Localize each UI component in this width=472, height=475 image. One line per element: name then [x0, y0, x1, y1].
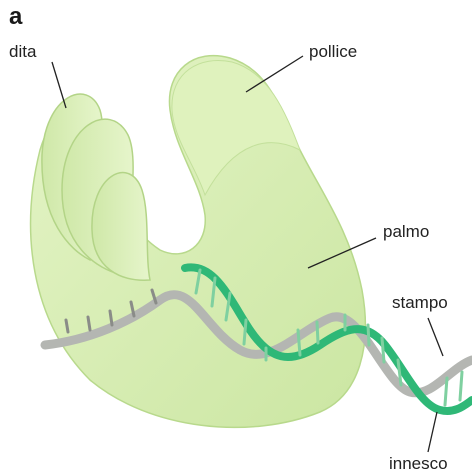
label-template: stampo [392, 294, 448, 311]
label-palm: palmo [383, 223, 429, 240]
label-fingers: dita [9, 43, 36, 60]
label-primer: innesco [389, 455, 448, 472]
label-thumb: pollice [309, 43, 357, 60]
